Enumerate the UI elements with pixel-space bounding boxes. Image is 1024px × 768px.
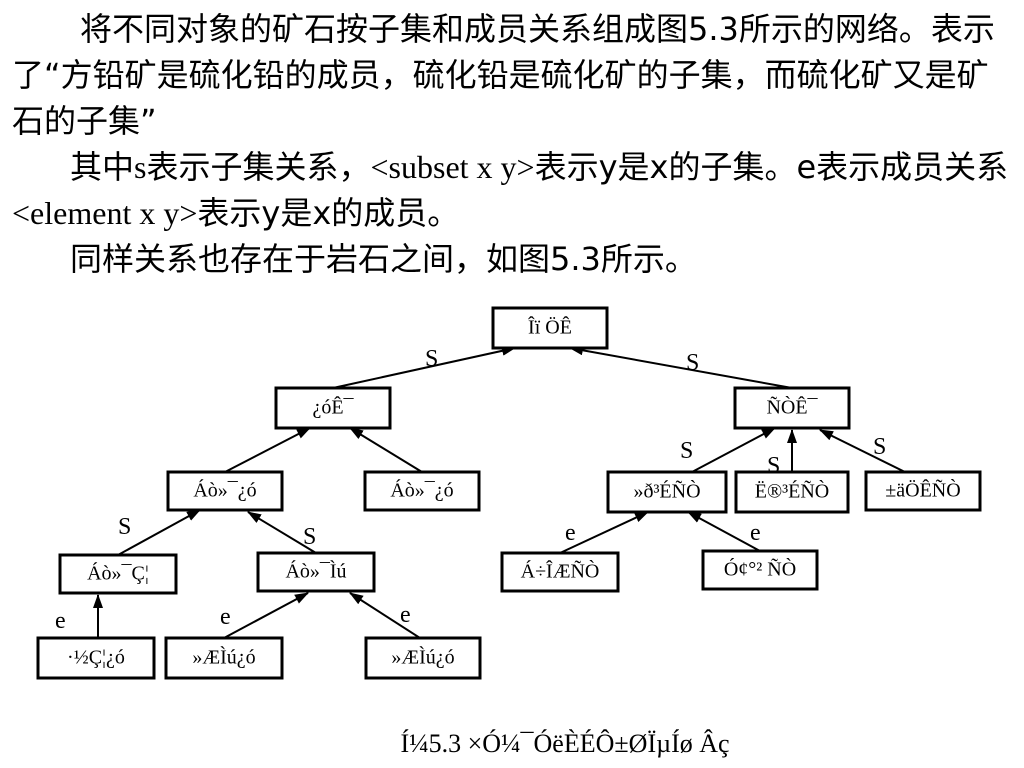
node-rock-b: Ë®³ÉÑÒ bbox=[734, 470, 850, 514]
subset-notation: <subset x y> bbox=[370, 149, 535, 185]
node-label: Á÷ÎÆÑÒ bbox=[521, 559, 600, 583]
node-box bbox=[606, 470, 728, 514]
node-label: Áò»¯¿ó bbox=[193, 479, 256, 502]
node-pyrite-b: »ÆÌú¿ó bbox=[364, 636, 482, 680]
element-notation: <element x y> bbox=[12, 195, 198, 231]
edge-label: e bbox=[220, 604, 231, 630]
edge-label: e bbox=[400, 602, 411, 628]
nodes-layer: Îï ÖÊ ¿óÊ¯ ÑÒÊ¯ Áò»¯¿ó Áò»¯¿ó »ð³ÉÑÒ Ë®³ÉÑÒ ±äÖ… bbox=[36, 306, 982, 680]
node-label: ±äÖÊÑÒ bbox=[885, 478, 960, 502]
node-label: »ÆÌú¿ó bbox=[192, 646, 255, 669]
edge-label: S bbox=[680, 438, 693, 464]
node-label: »ð³ÉÑÒ bbox=[633, 479, 700, 503]
node-label: Îï ÖÊ bbox=[528, 316, 572, 339]
edge-arrow-rock-to-root bbox=[569, 345, 793, 389]
node-rock-e: Ó¢°² ÑÒ bbox=[701, 549, 819, 591]
edge-arrow-rock_d-to-rock_a bbox=[559, 511, 649, 554]
diagram-caption: Í¼5.3 ×Ó¼¯ÓëÈÉÔ±ØÏµÍø Âç bbox=[400, 729, 729, 758]
edge-arrow-ore_a-to-ore bbox=[224, 427, 311, 473]
edge-arrow-pyrite_a-to-fe_s bbox=[223, 592, 309, 639]
node-label: ¿óÊ¯ bbox=[312, 396, 354, 419]
node-box bbox=[500, 551, 620, 593]
node-pb-s: Áò»¯Ç¦ bbox=[58, 553, 178, 595]
node-box bbox=[733, 386, 851, 430]
edge-label: e bbox=[750, 520, 761, 546]
text-segment: 表示子集关系， bbox=[146, 148, 371, 186]
node-box bbox=[164, 636, 284, 680]
text-segment: 表示y是x的成员。 bbox=[197, 194, 460, 232]
edge-arrow-pb_s-to-ore_a bbox=[117, 509, 201, 556]
node-label: Áò»¯Ç¦ bbox=[87, 562, 149, 585]
node-ore-a: Áò»¯¿ó bbox=[166, 470, 284, 512]
node-label: Ë®³ÉÑÒ bbox=[755, 479, 830, 503]
node-box bbox=[364, 636, 482, 680]
node-box bbox=[734, 470, 850, 514]
node-label: Ó¢°² ÑÒ bbox=[724, 557, 796, 581]
node-pyrite-a: »ÆÌú¿ó bbox=[164, 636, 284, 680]
edge-label: e bbox=[565, 520, 576, 546]
node-fe-s: Áò»¯Ìú bbox=[256, 551, 376, 593]
node-label: Áò»¯Ìú bbox=[285, 560, 346, 583]
node-box bbox=[491, 306, 609, 350]
node-box bbox=[256, 551, 376, 593]
node-rock-d: Á÷ÎÆÑÒ bbox=[500, 551, 620, 593]
node-box bbox=[274, 386, 392, 430]
node-label: ·½Ç¦¿ó bbox=[67, 647, 125, 669]
text-segment-s: s bbox=[134, 149, 147, 185]
node-box bbox=[864, 470, 982, 512]
paragraph-rocks: 同样关系也存在于岩石之间，如图5.3所示。 bbox=[70, 240, 697, 278]
node-rock: ÑÒÊ¯ bbox=[733, 386, 851, 430]
edge-label: S bbox=[303, 524, 316, 550]
node-box bbox=[701, 549, 819, 591]
node-box bbox=[363, 470, 481, 512]
edge-label: S bbox=[425, 346, 438, 372]
paragraph-intro: 将不同对象的矿石按子集和成员关系组成图5.3所示的网络。表示了“方铅矿是硫化铅的… bbox=[12, 10, 995, 140]
edge-arrow-ore-to-root bbox=[332, 345, 516, 389]
edge-arrow-rock_a-to-rock bbox=[691, 427, 776, 473]
edge-arrow-fe_s-to-ore_a bbox=[247, 511, 317, 554]
edge-label: S bbox=[118, 514, 131, 540]
node-box bbox=[166, 470, 284, 512]
paragraph-relations: 其中s表示子集关系，<subset x y>表示y是x的子集。e表示成员关系 <e… bbox=[12, 144, 1017, 236]
edge-arrow-pyrite_b-to-fe_s bbox=[349, 592, 421, 639]
node-label: »ÆÌú¿ó bbox=[391, 646, 454, 669]
node-root: Îï ÖÊ bbox=[491, 306, 609, 350]
text-segment: 表示y是x的子集。e表示成员关系 bbox=[534, 148, 1009, 186]
edge-label: S bbox=[873, 434, 886, 460]
node-label: Áò»¯¿ó bbox=[390, 479, 453, 502]
edge-arrow-ore_b-to-ore bbox=[349, 427, 423, 473]
node-ore-b: Áò»¯¿ó bbox=[363, 470, 481, 512]
node-box bbox=[58, 553, 178, 595]
edge-arrow-rock_c-to-rock bbox=[819, 429, 906, 473]
node-rock-c: ±äÖÊÑÒ bbox=[864, 470, 982, 512]
edge-arrow-rock_e-to-rock_a bbox=[687, 511, 761, 552]
node-label: ÑÒÊ¯ bbox=[766, 395, 818, 419]
node-ore: ¿óÊ¯ bbox=[274, 386, 392, 430]
text-segment: 其中 bbox=[70, 148, 135, 186]
node-galena: ·½Ç¦¿ó bbox=[36, 636, 156, 680]
node-box bbox=[36, 636, 156, 680]
edge-label: e bbox=[55, 608, 66, 634]
edge-label: S bbox=[686, 350, 699, 376]
node-rock-a: »ð³ÉÑÒ bbox=[606, 470, 728, 514]
